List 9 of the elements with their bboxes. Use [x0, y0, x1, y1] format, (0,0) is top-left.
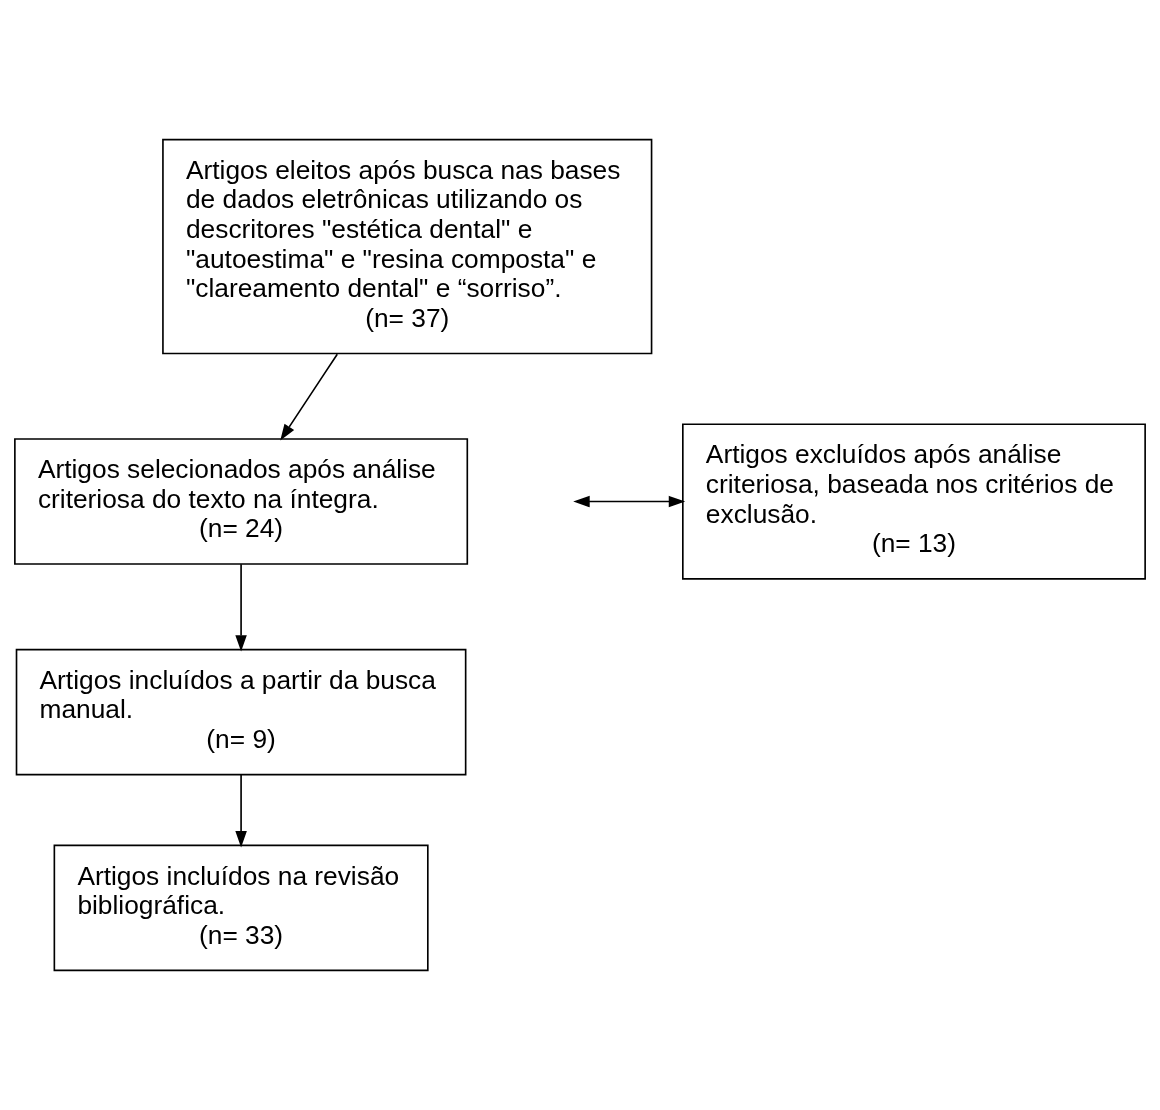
arrow	[235, 563, 247, 652]
arrow	[235, 773, 247, 848]
arrow	[573, 495, 686, 508]
node-box: Artigos excluídos após análise criteriosa, baseada nos critérios de exclusão. (n= 13)	[682, 423, 1146, 580]
arrow	[280, 353, 339, 441]
node-box: Artigos eleitos após busca nas bases de dados eletrônicas utilizando os descritores "estética dental" e "autoestima" e "resina composta" e "clareamento dental" e “sorriso”. (n= 37)	[162, 138, 653, 355]
node-box: Artigos incluídos a partir da busca manual. (n= 9)	[15, 648, 467, 776]
node-box: Artigos incluídos na revisão bibliográfica. (n= 33)	[53, 844, 429, 972]
node-box: Artigos selecionados após análise criteriosa do texto na íntegra. (n= 24)	[14, 438, 469, 565]
